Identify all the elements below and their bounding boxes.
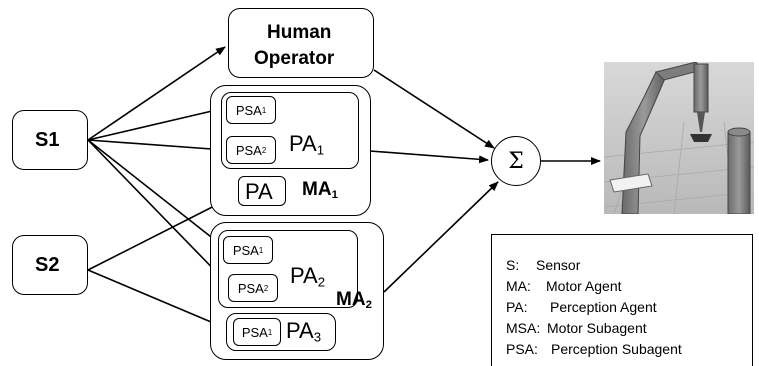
psa1-pa3-label: PSA <box>241 324 268 340</box>
arrow-s1-psa1 <box>87 106 226 141</box>
arrow-ma2-sigma <box>383 181 499 293</box>
sensor-s1-box: S1 <box>12 110 88 170</box>
pa2-label-text: PA <box>290 263 318 288</box>
ma1-label-sub: 1 <box>331 188 338 201</box>
psa2-pa2-label: PSA <box>237 280 264 296</box>
legend-abbr: S: <box>506 257 520 273</box>
sensor-s2-box: S2 <box>12 235 88 295</box>
ma2-label-text: MA <box>336 289 366 310</box>
legend-row-msa: MSA: Motor Subagent <box>506 320 647 336</box>
human-operator-line2: Operator <box>254 48 335 69</box>
arrow-ma1-sigma <box>369 150 489 164</box>
arrow-s1-psa2b <box>87 139 229 285</box>
sensor-s1-label: S1 <box>35 129 60 151</box>
arrow-s2-pa <box>87 196 233 271</box>
arrow-human-sigma <box>373 69 495 149</box>
ma1-label: MA1 <box>302 180 338 201</box>
summation-node: Σ <box>491 136 541 186</box>
pa-small-box: PA <box>238 176 286 206</box>
legend-row-ma: MA: Motor Agent <box>506 278 622 294</box>
ma2-label: MA2 <box>336 290 372 311</box>
pa3-label: PA3 <box>286 320 321 344</box>
legend-row-s: S: Sensor <box>506 257 580 273</box>
human-operator-box: Human Operator <box>228 8 374 78</box>
pa2-label-sub: 2 <box>317 274 326 290</box>
psa1-pa2-label: PSA <box>232 242 259 258</box>
legend-row-psa: PSA: Perception Subagent <box>506 341 682 357</box>
arrow-s1-psa1b <box>87 139 221 245</box>
pa3-label-text: PA <box>286 318 314 343</box>
pa2-label: PA2 <box>290 265 325 289</box>
psa1-ma1-sub: 1 <box>261 105 267 115</box>
legend-text: Perception Agent <box>550 299 657 315</box>
ma1-label-text: MA <box>302 179 332 200</box>
human-operator-line1: Human <box>267 22 332 43</box>
robot-arm-simulation-image <box>604 62 754 214</box>
psa2-ma1-sub: 2 <box>261 145 267 155</box>
legend-text: Sensor <box>536 257 581 273</box>
legend-abbr: PA: <box>506 299 528 315</box>
legend-text: Perception Subagent <box>551 341 682 357</box>
psa1-ma1-label: PSA <box>235 102 262 118</box>
ma2-label-sub: 2 <box>365 298 372 311</box>
pa1-label-text: PA <box>289 131 317 156</box>
legend-abbr: MSA: <box>506 320 541 336</box>
pa-small-label: PA <box>245 179 273 204</box>
sigma-symbol: Σ <box>508 148 524 174</box>
psa2-pa2-sub: 2 <box>263 283 269 293</box>
psa2-ma1-label: PSA <box>235 142 262 158</box>
arrow-s1-human <box>87 46 226 141</box>
arrow-s1-psa2 <box>87 139 226 154</box>
psa1-pa2-sub: 1 <box>258 245 264 255</box>
pa3-label-sub: 3 <box>313 329 322 345</box>
pa1-label: PA1 <box>289 133 324 157</box>
arrow-s2-psa3 <box>87 269 231 331</box>
legend-row-pa: PA: Perception Agent <box>506 299 657 315</box>
psa1-pa3-sub: 1 <box>267 327 273 337</box>
legend-abbr: PSA: <box>506 341 538 357</box>
pa1-label-sub: 1 <box>316 142 325 158</box>
sensor-s2-label: S2 <box>35 254 60 276</box>
legend-box: S: Sensor MA: Motor Agent PA: Perception Ag… <box>491 234 753 366</box>
legend-text: Motor Agent <box>546 278 622 294</box>
legend-abbr: MA: <box>506 278 531 294</box>
legend-text: Motor Subagent <box>547 320 647 336</box>
